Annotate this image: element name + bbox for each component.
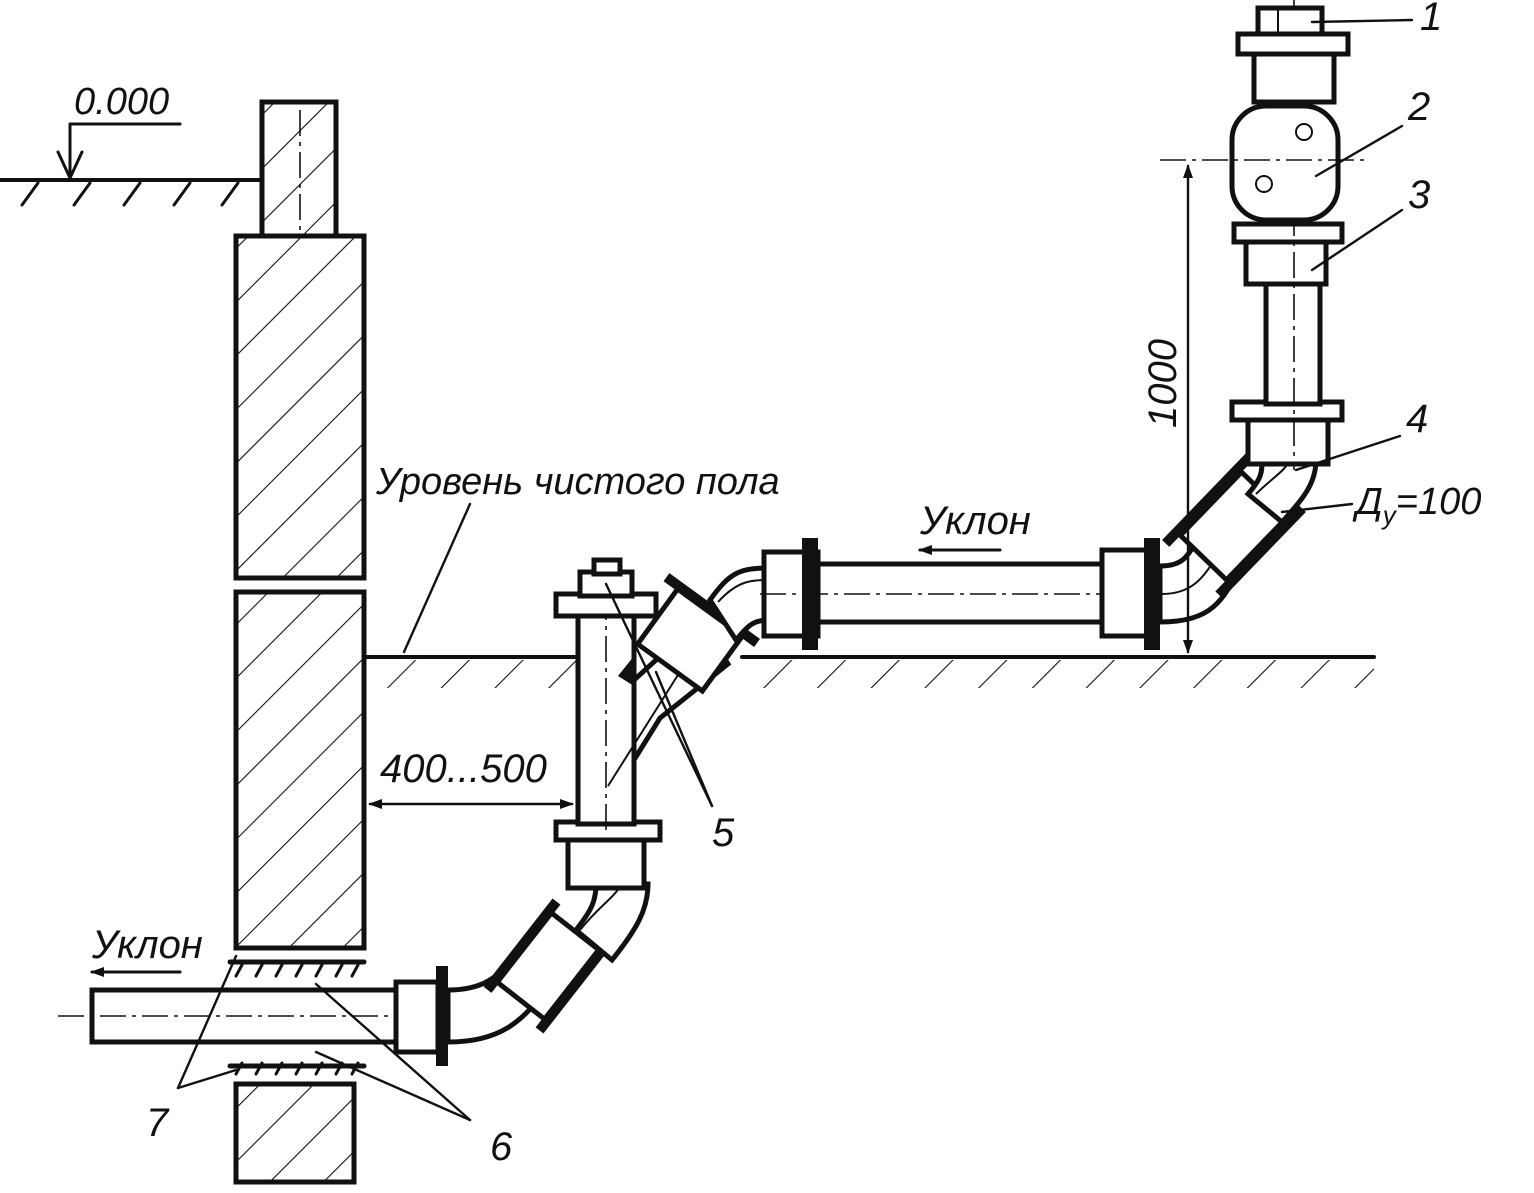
floor-level-label: Уровень чистого пола — [375, 461, 780, 503]
callout-3: 3 — [1310, 173, 1430, 272]
siphon-trap — [1160, 103, 1364, 223]
diameter-subscript: у — [1381, 500, 1398, 530]
height-dimension-label: 1000 — [1141, 339, 1185, 428]
slope-upper-label: Уклон — [919, 499, 1031, 543]
floor-level-callout: Уровень чистого пола — [375, 461, 780, 654]
dimension-400-500: 400...500 — [368, 747, 574, 809]
wall-sleeve — [227, 959, 367, 1076]
ground-surface — [0, 178, 264, 207]
diameter-callout: Ду=100 — [1280, 481, 1481, 530]
horizontal-pipe — [760, 538, 1172, 650]
callout-4: 4 — [1294, 397, 1428, 472]
riser-socket — [553, 819, 663, 891]
callout-1: 1 — [1310, 0, 1442, 39]
callout-2-label: 2 — [1407, 85, 1430, 129]
callout-7-label: 7 — [146, 1101, 170, 1145]
callout-7: 7 — [146, 954, 238, 1145]
datum-level-mark: 0.000 — [56, 81, 182, 180]
distance-label: 400...500 — [380, 747, 547, 791]
diameter-value: =100 — [1396, 481, 1482, 523]
outlet-pipe — [58, 966, 470, 1066]
dimension-1000: 1000 — [1141, 164, 1193, 654]
diameter-prefix: Д — [1352, 481, 1383, 523]
callout-5: 5 — [604, 582, 735, 855]
callout-5-label: 5 — [712, 811, 735, 855]
callout-1-label: 1 — [1420, 0, 1442, 39]
clean-floor-level — [362, 655, 1376, 688]
svg-text:Ду=100: Ду=100 — [1352, 481, 1481, 530]
callout-4-label: 4 — [1406, 397, 1428, 441]
callout-2: 2 — [1314, 85, 1430, 178]
slope-upper: Уклон — [918, 499, 1031, 555]
slope-lower-label: Уклон — [91, 923, 203, 967]
lower-45-fitting — [483, 898, 613, 1034]
callout-6-label: 6 — [490, 1125, 513, 1169]
datum-level-label: 0.000 — [74, 81, 169, 123]
callout-3-label: 3 — [1408, 173, 1430, 217]
callout-6: 6 — [314, 982, 513, 1169]
slope-lower: Уклон — [90, 923, 203, 977]
foundation-wall — [233, 99, 367, 1185]
